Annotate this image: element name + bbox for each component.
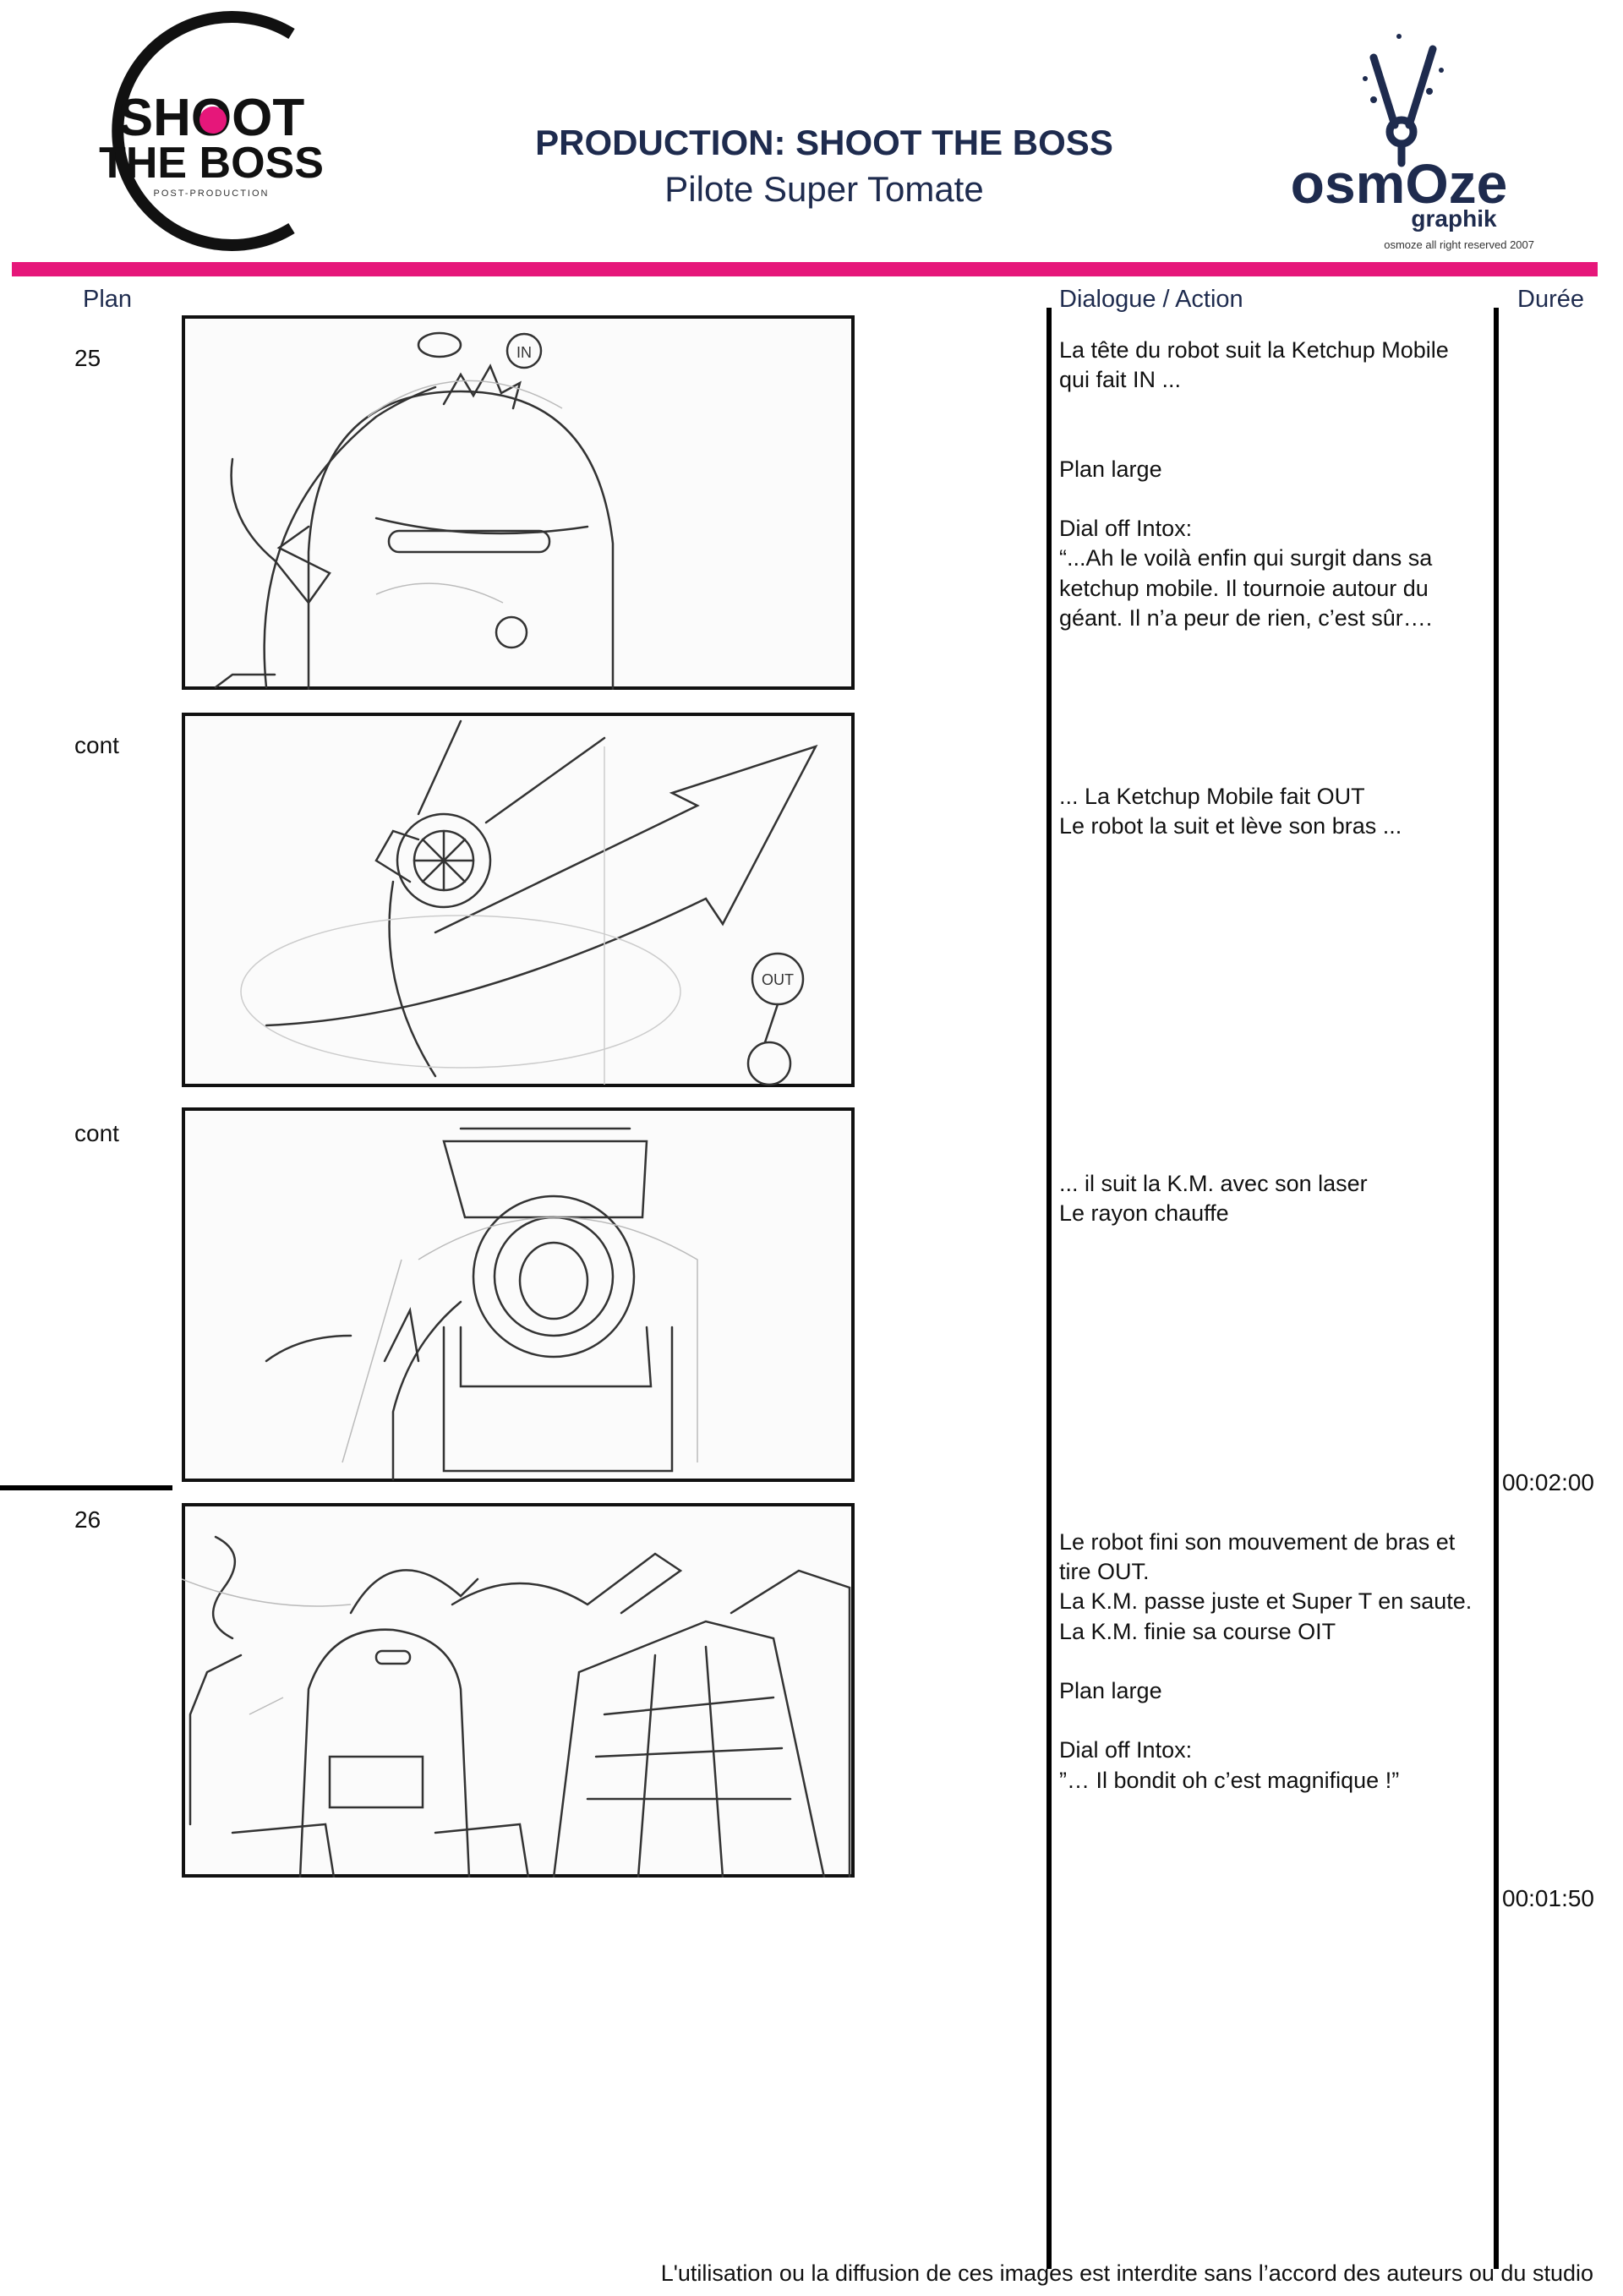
osmoze-graphik-logo: osmOze graphik <box>1272 15 1522 239</box>
shoot-the-boss-logo: SHOOT THE BOSS POST-PRODUCTION <box>85 8 338 254</box>
page-title: PRODUCTION: SHOOT THE BOSS <box>535 123 1113 162</box>
page-subtitle: Pilote Super Tomate <box>664 169 984 209</box>
antenna-mascot-icon <box>1369 45 1437 167</box>
logo-graphik-text: graphik <box>1411 205 1497 232</box>
sketch-out-badge: OUT <box>762 971 794 988</box>
header-accent-bar <box>12 262 1598 276</box>
plan-number: 25 <box>74 345 101 371</box>
shot-duration: 00:01:50 <box>1502 1885 1594 1911</box>
shot-dialogue: Le robot fini son mouvement de bras et t… <box>1059 1529 1473 1793</box>
plan-number: 26 <box>74 1506 101 1533</box>
logo-red-dot <box>199 107 227 134</box>
copyright-footer: L'utilisation ou la diffusion de ces ima… <box>660 2260 1593 2286</box>
plan-number: cont <box>74 1120 119 1146</box>
shot-dialogue: ... La Ketchup Mobile fait OUT Le robot … <box>1059 784 1402 839</box>
storyboard-sketch-laser-icon <box>182 1107 855 1482</box>
sketch-in-badge: IN <box>516 344 532 361</box>
storyboard-sketch-robot-head-icon: IN <box>182 315 855 690</box>
rights-notice: osmoze all right reserved 2007 <box>1384 238 1534 251</box>
shot-duration: 00:02:00 <box>1502 1469 1594 1495</box>
logo-osmoze-text: osmOze <box>1291 152 1508 215</box>
storyboard-panel: IN <box>182 315 855 690</box>
logo-post-production-text: POST-PRODUCTION <box>154 189 270 199</box>
column-header-dialogue-action: Dialogue / Action <box>1059 286 1243 314</box>
shot-separator <box>0 1485 172 1490</box>
storyboard-sketch-city-icon <box>182 1503 855 1878</box>
column-header-action: Action <box>1175 286 1243 313</box>
shot-dialogue: ... il suit la K.M. avec son laser Le ra… <box>1059 1171 1368 1227</box>
shot-dialogue: La tête du robot suit la Ketchup Mobile … <box>1059 337 1449 631</box>
column-divider-right <box>1494 308 1499 2269</box>
storyboard-panel <box>182 1503 855 1878</box>
plan-number: cont <box>74 732 119 758</box>
column-divider-left <box>1046 308 1052 2269</box>
storyboard-panel <box>182 1107 855 1482</box>
column-header-duree: Durée <box>1517 286 1584 313</box>
column-header-plan: Plan <box>83 286 133 313</box>
logo-the-boss-text: THE BOSS <box>99 139 324 188</box>
storyboard-panel: OUT <box>182 713 855 1087</box>
column-header-dialogue: Dialogue / <box>1059 286 1170 313</box>
storyboard-sketch-arm-arrow-icon: OUT <box>182 713 855 1087</box>
